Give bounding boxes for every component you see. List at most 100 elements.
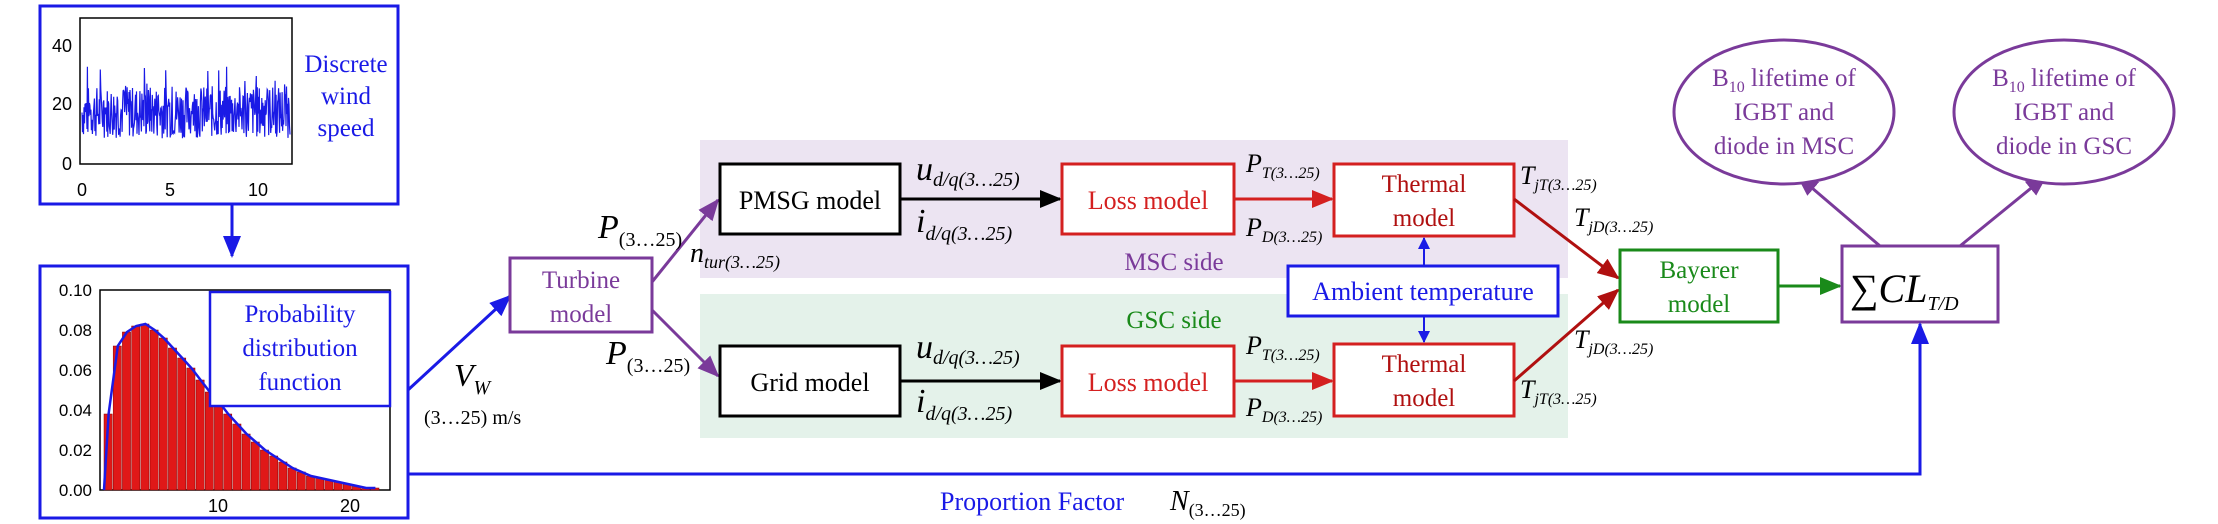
thermal-model-bottom-box — [1332, 342, 1516, 418]
wind-x-tick-0: 0 — [77, 180, 87, 200]
sum-cl-box — [1840, 244, 2000, 324]
bayerer-model-label: Bayerer model — [1659, 257, 1739, 318]
tjt-top-label: TjT(3…25) — [1520, 161, 1597, 194]
svg-text:model: model — [1393, 205, 1456, 232]
svg-text:IGBT and: IGBT and — [2014, 99, 2115, 126]
pdf-curve — [102, 322, 376, 491]
svg-text:Thermal: Thermal — [1382, 351, 1467, 378]
pd-bottom-label: PD(3…25) — [1245, 393, 1322, 426]
gsc-side-label: GSC side — [1126, 307, 1221, 334]
proportion-factor-label: Proportion Factor — [940, 487, 1124, 516]
i-top-label: id/q(3…25) — [916, 203, 1012, 245]
sum-cl-label: ∑CLT/D — [1850, 266, 1959, 315]
proportion-factor-line — [408, 322, 1929, 476]
pdf-bar — [195, 379, 205, 491]
svg-text:(3…25) m/s: (3…25) m/s — [424, 407, 521, 429]
lifetime-msc-label: B10 lifetime of IGBT and diode in MSC — [1712, 65, 1856, 160]
grid-model-label: Grid model — [750, 368, 869, 397]
tjd-top-label: TjD(3…25) — [1574, 203, 1653, 236]
pdf-bar — [278, 461, 288, 491]
pd-top-label: PD(3…25) — [1245, 213, 1322, 246]
svg-text:diode in GSC: diode in GSC — [1996, 133, 2132, 160]
ambient-temperature-label: Ambient temperature — [1312, 277, 1534, 306]
svg-text:Probability: Probability — [244, 301, 356, 328]
thermal-model-top-box — [1332, 162, 1516, 238]
pdf-bar — [131, 325, 141, 491]
pdf-bar — [158, 337, 168, 491]
svg-text:wind: wind — [321, 83, 372, 110]
pdf-bar — [296, 471, 306, 491]
sum-to-lifetime-msc-arrow — [1796, 174, 1881, 248]
u-top-label: ud/q(3…25) — [916, 151, 1020, 191]
svg-text:diode in MSC: diode in MSC — [1714, 133, 1854, 160]
svg-text:Discrete: Discrete — [304, 51, 387, 78]
svg-text:function: function — [258, 369, 342, 396]
lifetime-msc-ellipse — [1672, 38, 1896, 186]
u-bottom-label: ud/q(3…25) — [916, 329, 1020, 369]
pdf-y-tick-010: 0.10 — [59, 281, 92, 300]
pdf-y-tick-004: 0.04 — [59, 401, 92, 420]
wind-speed-trace — [81, 66, 291, 139]
svg-text:distribution: distribution — [242, 335, 358, 362]
wind-x-tick-10: 10 — [248, 180, 268, 200]
pt-top-label: PT(3…25) — [1245, 149, 1320, 182]
lifetime-gsc-label: B10 lifetime of IGBT and diode in GSC — [1992, 65, 2136, 160]
pdf-bar — [168, 347, 177, 491]
pdf-to-turbine-arrow — [406, 294, 512, 392]
pdf-y-tick-008: 0.08 — [59, 321, 92, 340]
pdf-bar — [149, 329, 159, 491]
wind-y-tick-40: 40 — [52, 36, 72, 56]
wind-y-tick-0: 0 — [62, 154, 72, 174]
pdf-bar — [241, 433, 251, 491]
wind-speed-label: Discrete wind speed — [304, 51, 387, 142]
loss-model-top-label: Loss model — [1088, 186, 1209, 215]
wind-speed-input-label: VW (3…25) m/s — [424, 357, 521, 429]
sum-to-lifetime-gsc-arrow — [1959, 174, 2048, 248]
thermal-top-to-bayerer-arrow — [1513, 197, 1620, 280]
pdf-bar — [315, 477, 325, 491]
pdf-bar — [140, 323, 150, 491]
turbine-model-label: Turbine model — [542, 267, 620, 328]
pdf-x-tick-10: 10 — [208, 496, 228, 516]
pdf-y-tick-006: 0.06 — [59, 361, 92, 380]
pdf-bars — [103, 323, 380, 491]
pdf-bar — [287, 467, 297, 491]
pdf-y-tick-000: 0.00 — [59, 481, 92, 500]
lifetime-gsc-ellipse — [1952, 38, 2176, 186]
svg-text:IGBT and: IGBT and — [1734, 99, 1835, 126]
svg-text:model: model — [1668, 291, 1731, 318]
pdf-bar — [214, 401, 223, 491]
pdf-label: Probability distribution function — [242, 301, 358, 396]
pdf-bar — [269, 455, 279, 491]
pdf-bar — [122, 331, 131, 491]
pdf-y-tick-002: 0.02 — [59, 441, 92, 460]
bayerer-model-box — [1618, 248, 1780, 324]
turbine-to-grid-arrow — [650, 308, 720, 378]
svg-text:model: model — [1393, 385, 1456, 412]
pdf-x-tick-20: 20 — [340, 496, 360, 516]
n-tur-label: ntur(3…25) — [690, 238, 780, 273]
svg-text:Turbine: Turbine — [542, 267, 620, 294]
pdf-label-box — [208, 290, 392, 408]
pmsg-model-label: PMSG model — [739, 186, 881, 215]
power-bottom-label: P(3…25) — [605, 335, 690, 377]
wind-x-tick-5: 5 — [165, 180, 175, 200]
pdf-bar — [306, 475, 315, 491]
wind-speed-chart: 40 20 0 0 5 10 — [52, 17, 293, 200]
loss-model-bottom-box — [1060, 344, 1236, 418]
pdf-bar — [223, 413, 233, 491]
pdf-bar — [177, 357, 187, 491]
thermal-model-top-label: Thermal model — [1382, 171, 1467, 232]
tjt-bottom-label: TjT(3…25) — [1520, 375, 1597, 408]
tjd-bottom-label: TjD(3…25) — [1574, 325, 1653, 358]
pdf-bar — [186, 367, 196, 491]
i-bottom-label: id/q(3…25) — [916, 383, 1012, 425]
pdf-bar — [250, 441, 260, 491]
msc-side-label: MSC side — [1124, 249, 1223, 276]
svg-text:B10 lifetime of: B10 lifetime of — [1712, 65, 1856, 96]
proportion-symbol-label: N(3…25) — [1169, 486, 1246, 521]
loss-model-bottom-label: Loss model — [1088, 368, 1209, 397]
svg-text:VW: VW — [454, 357, 493, 399]
pdf-bar — [260, 449, 269, 491]
